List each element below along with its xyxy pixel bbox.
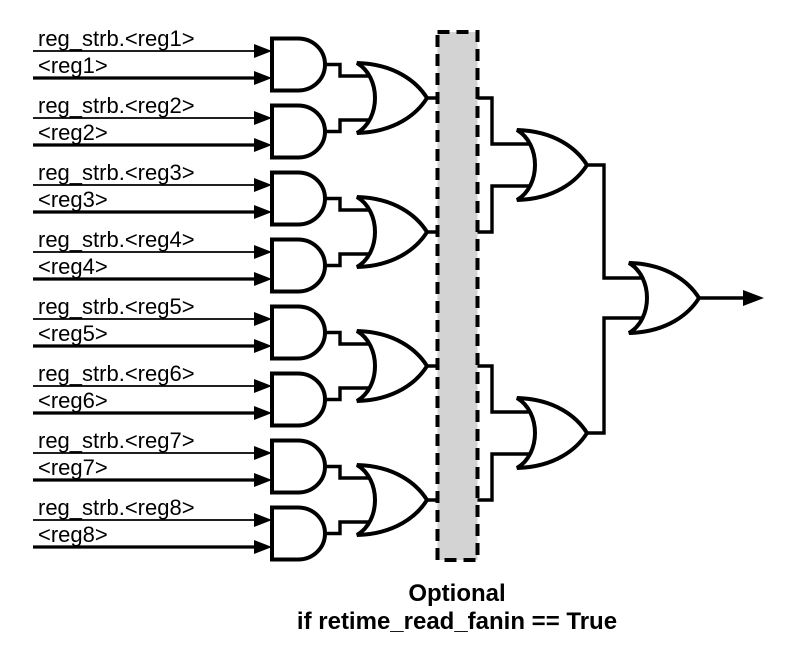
- final-or-gate: [627, 261, 701, 335]
- input-row-3: reg_strb.<reg3> <reg3>: [33, 160, 272, 219]
- wire-arrowhead-icon: [254, 205, 272, 219]
- wire: [325, 386, 377, 402]
- input-label-value-1: <reg1>: [38, 53, 108, 78]
- caption-line-2: if retime_read_fanin == True: [297, 608, 617, 635]
- input-row-4: reg_strb.<reg4> <reg4>: [33, 227, 272, 286]
- wire-arrowhead-icon: [254, 111, 272, 125]
- wire: [477, 184, 537, 234]
- input-row-8: reg_strb.<reg8> <reg8>: [33, 495, 272, 554]
- wire-arrowhead-icon: [254, 540, 272, 554]
- wire-arrowhead-icon: [254, 339, 272, 353]
- wire: [325, 118, 377, 134]
- wire: [325, 330, 377, 346]
- wire-arrowhead-icon: [254, 138, 272, 152]
- wire: [477, 364, 537, 414]
- or-gate-1: [355, 61, 429, 135]
- and-gate-1: [270, 36, 327, 93]
- and-gate-7: [270, 438, 327, 495]
- or-to-final-wires: [587, 163, 649, 435]
- input-label-strobe-6: reg_strb.<reg6>: [38, 361, 195, 386]
- caption-line-1: Optional: [408, 580, 505, 607]
- input-label-value-2: <reg2>: [38, 120, 108, 145]
- input-label-strobe-1: reg_strb.<reg1>: [38, 26, 195, 51]
- input-label-strobe-4: reg_strb.<reg4>: [38, 227, 195, 252]
- or-gate-3: [355, 329, 429, 403]
- input-row-6: reg_strb.<reg6> <reg6>: [33, 361, 272, 420]
- wire-arrowhead-icon: [254, 272, 272, 286]
- wire: [325, 464, 377, 480]
- input-row-1: reg_strb.<reg1> <reg1>: [33, 26, 272, 85]
- wire-arrowhead-icon: [254, 473, 272, 487]
- or-gate-stage3-upper: [515, 128, 589, 202]
- input-label-strobe-5: reg_strb.<reg5>: [38, 294, 195, 319]
- wire-arrowhead-icon: [254, 312, 272, 326]
- wire-arrowhead-icon: [254, 446, 272, 460]
- region-to-or-wires: [477, 96, 537, 502]
- input-label-value-6: <reg6>: [38, 388, 108, 413]
- input-label-strobe-2: reg_strb.<reg2>: [38, 93, 195, 118]
- input-row-5: reg_strb.<reg5> <reg5>: [33, 294, 272, 353]
- input-label-value-3: <reg3>: [38, 187, 108, 212]
- wire: [477, 452, 537, 502]
- output-arrow: [699, 290, 764, 306]
- and-to-or-wires: [325, 62, 377, 536]
- wire-arrowhead-icon: [254, 71, 272, 85]
- or-gate-2: [355, 195, 429, 269]
- and-gate-5: [270, 304, 327, 361]
- wire: [325, 252, 377, 268]
- and-gate-4: [270, 237, 327, 294]
- wire: [325, 62, 377, 78]
- and-gate-2: [270, 103, 327, 160]
- input-label-value-5: <reg5>: [38, 321, 108, 346]
- input-label-strobe-7: reg_strb.<reg7>: [38, 428, 195, 453]
- wire-arrowhead-icon: [254, 178, 272, 192]
- wire: [477, 96, 537, 146]
- input-label-value-7: <reg7>: [38, 455, 108, 480]
- input-row-2: reg_strb.<reg2> <reg2>: [33, 93, 272, 152]
- output-arrowhead-icon: [743, 290, 764, 306]
- and-gate-8: [270, 505, 327, 562]
- wire: [325, 196, 377, 212]
- wire: [325, 520, 377, 536]
- wire-arrowhead-icon: [254, 406, 272, 420]
- wire-arrowhead-icon: [254, 245, 272, 259]
- input-label-value-8: <reg8>: [38, 522, 108, 547]
- and-gate-6: [270, 371, 327, 428]
- wire: [587, 163, 649, 280]
- input-label-strobe-3: reg_strb.<reg3>: [38, 160, 195, 185]
- wire: [587, 316, 649, 435]
- wire-arrowhead-icon: [254, 379, 272, 393]
- and-gate-3: [270, 170, 327, 227]
- or-gate-4: [355, 463, 429, 537]
- wire-arrowhead-icon: [254, 513, 272, 527]
- input-label-strobe-8: reg_strb.<reg8>: [38, 495, 195, 520]
- wire-arrowhead-icon: [254, 44, 272, 58]
- or-gate-stage3-lower: [515, 396, 589, 470]
- input-row-7: reg_strb.<reg7> <reg7>: [33, 428, 272, 487]
- input-label-value-4: <reg4>: [38, 254, 108, 279]
- optional-retime-region: [435, 30, 480, 562]
